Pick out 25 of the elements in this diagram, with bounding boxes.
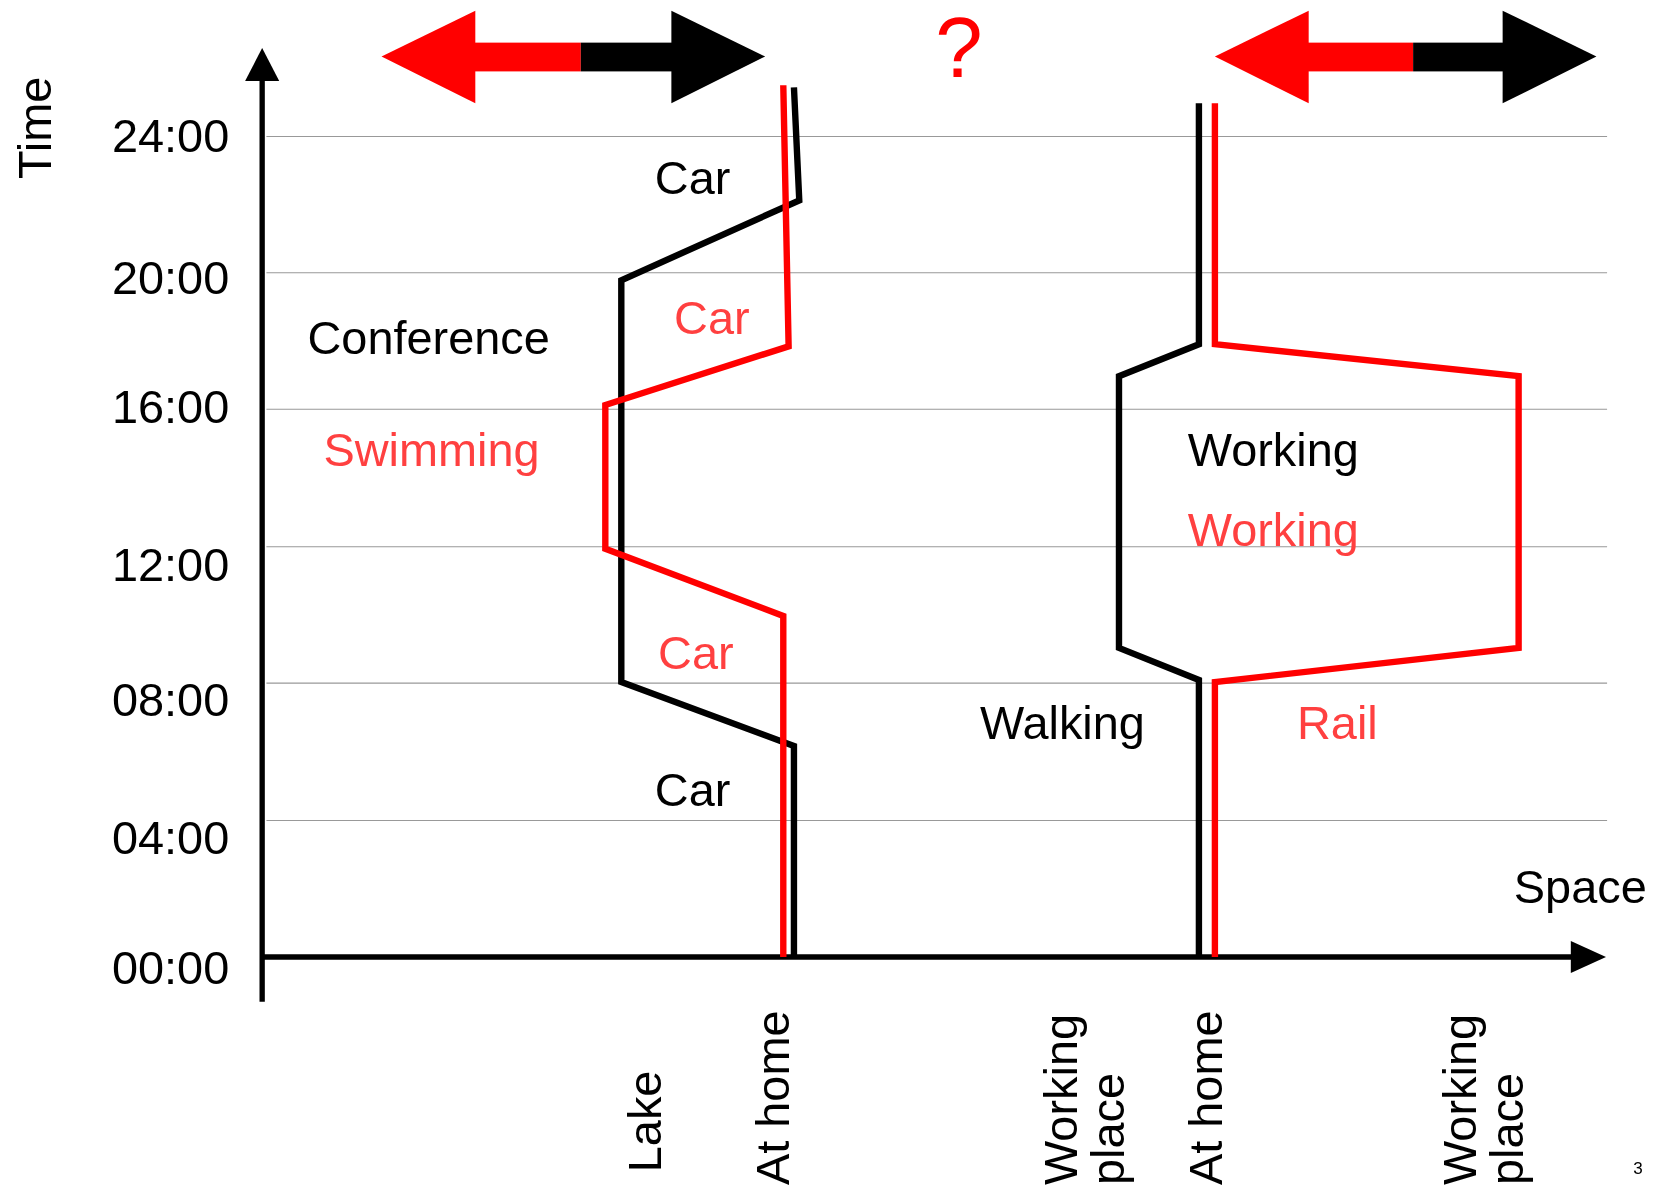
activity-label: Working xyxy=(1187,426,1359,474)
activity-label: Car xyxy=(654,154,731,202)
place-label: Lake xyxy=(621,1070,669,1173)
place-label: At home xyxy=(749,1010,797,1186)
activity-label: Car xyxy=(674,294,750,341)
tick-label: 12:00 xyxy=(111,541,230,589)
axis-title: Space xyxy=(1513,863,1647,911)
activity-label: Car xyxy=(658,629,734,677)
place-label: At home xyxy=(1182,1010,1230,1186)
axis-title: Time xyxy=(11,76,59,180)
tick-label: 16:00 xyxy=(111,383,230,431)
activity-label: Conference xyxy=(307,314,550,362)
tick-label: 04:00 xyxy=(111,814,230,862)
activity-label: Swimming xyxy=(323,426,540,474)
tick-label: 24:00 xyxy=(111,112,230,160)
tick-label: 20:00 xyxy=(111,254,230,302)
activity-label: Rail xyxy=(1296,699,1378,746)
activity-label: Working xyxy=(1187,506,1359,554)
page-number: 3 xyxy=(1633,1160,1643,1178)
activity-label: Car xyxy=(654,766,731,814)
place-label: Working place xyxy=(1436,1012,1531,1186)
tick-label: 00:00 xyxy=(111,944,230,992)
place-label: Working place xyxy=(1038,1012,1132,1186)
question-mark: ? xyxy=(935,5,983,91)
tick-label: 08:00 xyxy=(111,676,230,724)
